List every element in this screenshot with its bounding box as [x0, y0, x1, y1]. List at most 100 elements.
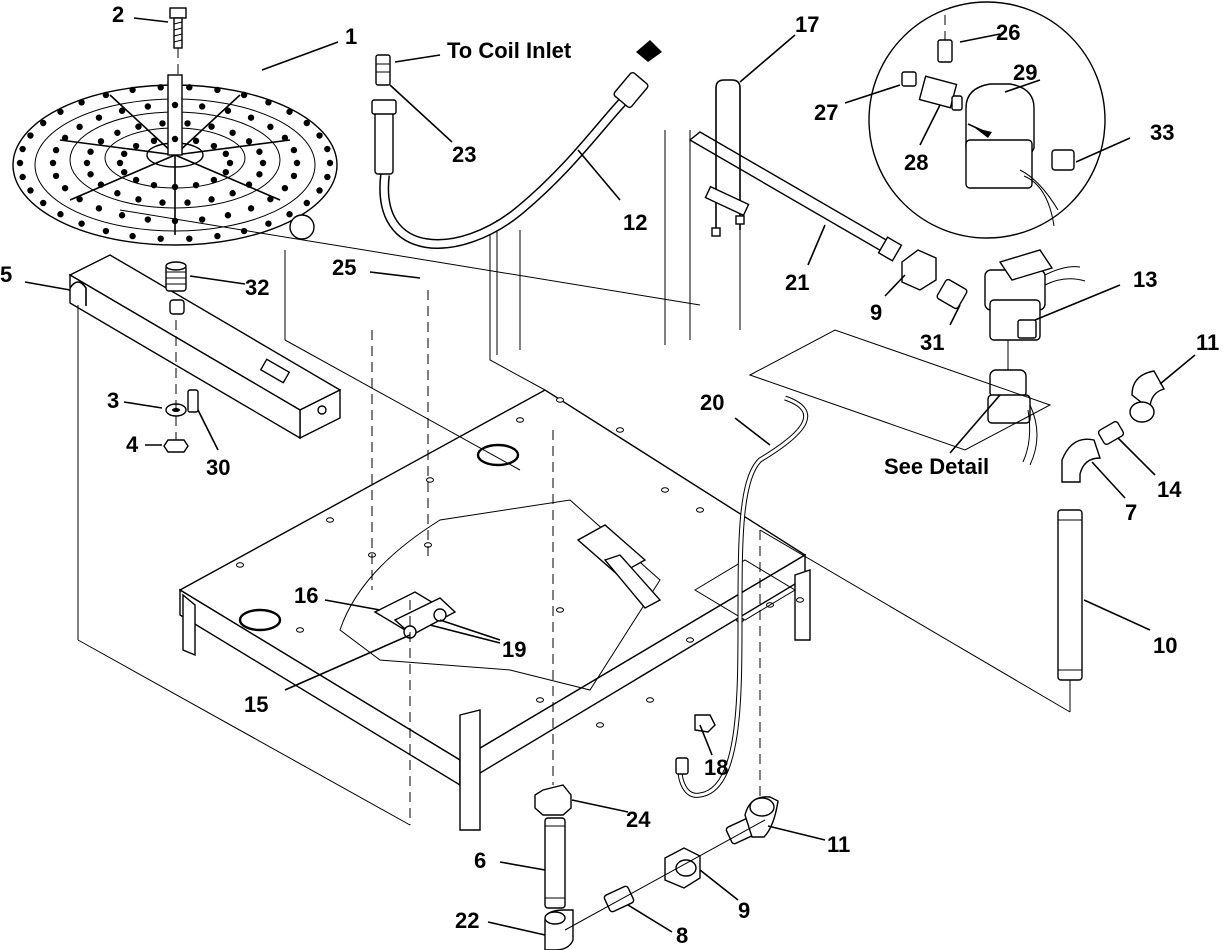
plate-hole: [686, 637, 694, 643]
label-27: 27: [814, 100, 838, 125]
label-2: 2: [112, 2, 124, 27]
manifold-bar: [68, 254, 342, 440]
burner-nozzle: [27, 187, 34, 194]
burner-nozzle: [290, 146, 298, 154]
washer-nut-screw: [163, 320, 199, 453]
plate-hole: [616, 427, 624, 433]
burner-nozzle: [293, 159, 301, 167]
burner-nozzle: [210, 142, 218, 150]
burner-nozzle: [114, 190, 121, 197]
thermocouple: [704, 79, 750, 237]
label-6: 6: [474, 848, 486, 873]
burner-nozzle: [40, 199, 47, 207]
label-4: 4: [126, 432, 139, 457]
burner-nozzle: [52, 172, 60, 180]
label-17: 17: [795, 12, 819, 37]
label-coil-inlet: To Coil Inlet: [447, 38, 572, 63]
label-11-bottom: 11: [827, 832, 850, 857]
burner-nozzle: [171, 183, 179, 191]
label-29: 29: [1013, 60, 1037, 85]
bolt: [169, 7, 187, 75]
burner-nozzle: [208, 123, 215, 130]
burner-nozzle: [159, 199, 166, 206]
burner-nozzle: [97, 181, 105, 188]
burner-nozzle: [159, 120, 166, 127]
burner-nozzle: [19, 173, 26, 181]
burner-nozzle: [102, 227, 110, 235]
burner-nozzle: [87, 171, 94, 178]
label-31: 31: [920, 330, 944, 355]
label-22: 22: [455, 908, 479, 933]
gas-hose: [371, 40, 662, 249]
burner-nozzle: [192, 181, 200, 189]
burner-nozzle: [114, 129, 121, 136]
burner-nozzle: [78, 220, 85, 227]
lower-pipe-assembly: [534, 430, 779, 950]
nipple-32: [165, 261, 187, 292]
right-pipe-assembly: [759, 370, 1166, 713]
burner-nozzle: [281, 184, 289, 192]
burner-nozzle: [184, 199, 191, 206]
label-28: 28: [904, 150, 928, 175]
burner-nozzle: [61, 184, 69, 192]
burner-nozzle: [265, 220, 272, 227]
label-25: 25: [332, 255, 356, 280]
gas-valve: [984, 249, 1086, 341]
burner-nozzle: [171, 135, 179, 143]
label-7: 7: [1125, 500, 1137, 525]
plate-hole: [236, 562, 244, 568]
label-11-top: 11: [1196, 330, 1219, 355]
burner-nozzle: [78, 99, 85, 106]
burner-nozzle: [171, 101, 179, 109]
burner-nozzle: [198, 216, 206, 223]
label-13: 13: [1133, 267, 1157, 292]
burner-nozzle: [118, 212, 126, 219]
plate-hole: [296, 627, 304, 633]
pipe-21: [688, 131, 903, 262]
label-9-bottom: 9: [738, 898, 750, 923]
burner-nozzle: [316, 132, 323, 139]
burner-nozzle: [240, 227, 248, 235]
label-26: 26: [996, 20, 1020, 45]
label-33: 33: [1150, 120, 1174, 145]
label-3: 3: [107, 388, 119, 413]
burner-nozzle: [157, 84, 164, 91]
plate-hole: [646, 697, 654, 703]
burner-nozzle: [303, 199, 310, 207]
reference-lines: [77, 250, 761, 826]
burner-nozzle: [198, 103, 206, 110]
burner-nozzle: [144, 103, 152, 110]
label-16: 16: [294, 583, 318, 608]
burner-nozzle: [16, 159, 24, 167]
label-20: 20: [700, 390, 724, 415]
plate-hole: [326, 517, 334, 523]
burner-nozzle: [240, 91, 248, 99]
burner-nozzle: [83, 159, 91, 167]
label-1: 1: [345, 24, 357, 49]
leader-lines: [24, 17, 1196, 936]
union-9-top: [901, 249, 968, 310]
burner-nozzle: [57, 211, 64, 218]
plate-hole: [796, 597, 804, 603]
burner-nozzle: [245, 181, 253, 188]
label-18: 18: [704, 755, 728, 780]
plate-hole: [516, 417, 524, 423]
label-8: 8: [676, 923, 688, 948]
burner-nozzle: [129, 86, 136, 94]
burner-nozzle: [256, 171, 263, 178]
burner-nozzle: [157, 235, 164, 242]
burner-nozzle: [265, 99, 272, 106]
burner-nozzle: [49, 159, 57, 167]
label-5: 5: [0, 262, 12, 287]
burner-nozzle: [259, 159, 267, 167]
plate-hole: [661, 487, 669, 493]
burner-nozzle: [256, 148, 263, 155]
burner-nozzle: [326, 159, 334, 167]
burner-nozzle: [226, 159, 234, 167]
label-32: 32: [245, 275, 269, 300]
burner-nozzle: [120, 150, 128, 158]
burner-nozzle: [247, 205, 255, 212]
burner-nozzle: [214, 86, 221, 94]
burner-nozzle: [245, 138, 253, 145]
burner-nozzle: [87, 148, 94, 155]
